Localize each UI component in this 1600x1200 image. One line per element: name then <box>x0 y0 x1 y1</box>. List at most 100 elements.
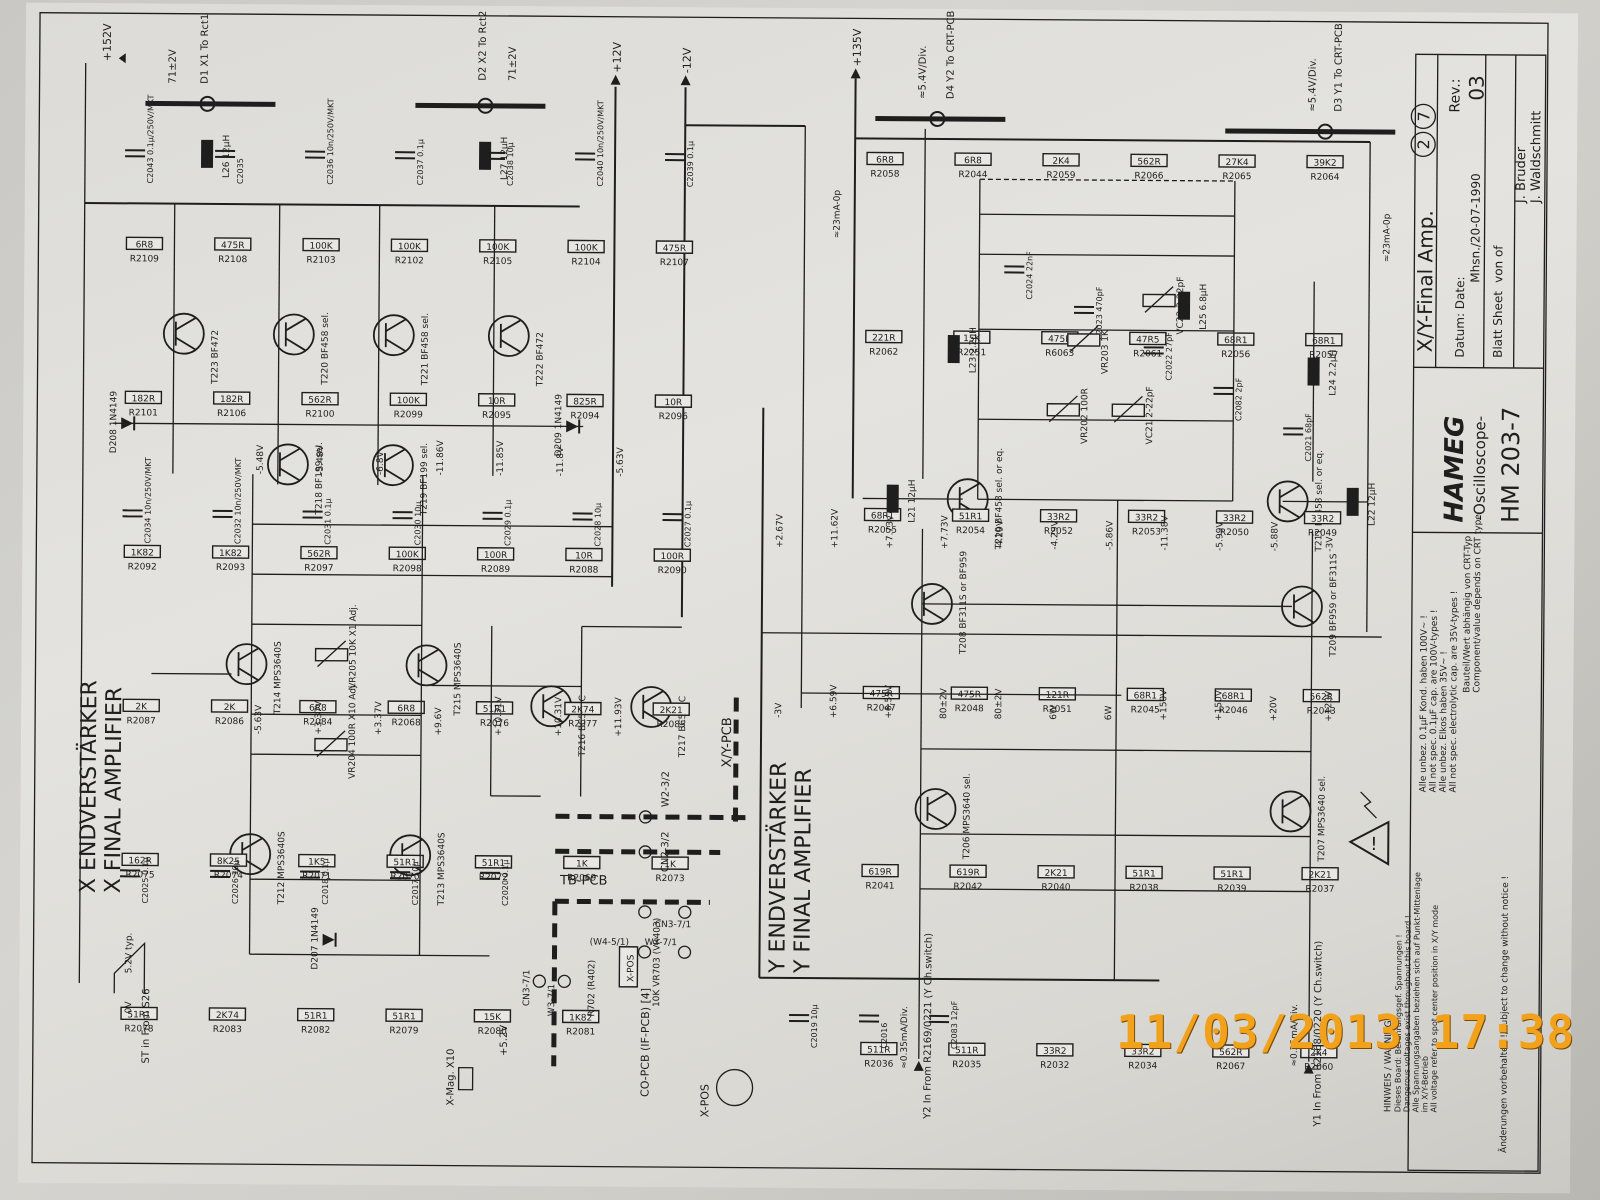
capacitor-c2026: C2026 10µ <box>210 860 240 904</box>
resistor-ref: R2068 <box>391 718 421 728</box>
resistor-value: 6R8 <box>136 240 154 250</box>
resistor-ref: R2049 <box>1308 529 1338 539</box>
resistor-value: 8K25 <box>217 857 240 867</box>
warning-line-5: All voltage refer to spot center positio… <box>1429 905 1439 1113</box>
resistor-ref: R2055 <box>868 525 897 535</box>
resistor-value: 2K <box>224 703 237 713</box>
transistor-t217: T217 BC560C <box>630 686 688 758</box>
resistor-ref: R2107 <box>660 258 689 268</box>
inductor-label: L22 12µH <box>1368 483 1378 526</box>
resistor-ref: R2056 <box>1221 350 1251 360</box>
trimmer-label: VR202 100R <box>1080 388 1090 444</box>
resistor-ref: R2073 <box>655 874 684 884</box>
capacitor-label: C2028 10µ <box>593 503 602 547</box>
svg-text:Y2 In From R2169/0221 (Y Ch.sw: Y2 In From R2169/0221 (Y Ch.switch) <box>922 933 934 1120</box>
capacitor-label: C2039 0.1µ <box>686 141 695 187</box>
date-value: Mhsn./20-07-1990 <box>1468 173 1483 283</box>
inductor-label: L24 2.2µH <box>1328 350 1338 396</box>
resistor-ref: R2251 <box>957 348 986 358</box>
capacitor-c2024: C2024 22nF <box>1004 251 1034 300</box>
r702-label: R702 (R402) <box>587 960 597 1017</box>
rail-y-top <box>855 137 1371 143</box>
inductor-l26: L26 12µH <box>200 135 232 178</box>
camera-timestamp: 11/03/2013 17:38 <box>1116 1005 1576 1059</box>
capacitor-c2032: C2032 10n/250V/MKT <box>212 458 243 544</box>
resistor-value: 100K <box>396 550 420 560</box>
resistor-ref: R2051 <box>1043 705 1072 715</box>
of-label: von of <box>1491 245 1505 283</box>
output-y2: ≈5.4V/Div. D4 Y2 To CRT-PCB ≈23mA-0p <box>833 10 1006 238</box>
voltage-annotation: +3.37V <box>374 700 384 735</box>
trimmer-label: VR205 10K X1 Adj. <box>348 604 359 689</box>
tb-pcb-label: TB-PCB <box>559 873 607 888</box>
resistor-value: 475R <box>1048 335 1072 345</box>
warning-block: ! HINWEIS / WARNING ! Dieses Board: Berü… <box>1348 791 1511 1153</box>
resistor-ref: R2098 <box>393 564 423 574</box>
capacitor-label: C2040 10n/250V/MKT <box>596 100 606 186</box>
capacitor-label: C2022 27pF <box>1165 332 1174 381</box>
resistor-ref: R2097 <box>304 564 333 574</box>
schematic-sheet: HAMEG -Oscilloscope- HM 203-7 X/Y-Final … <box>17 2 1579 1194</box>
transistor-label: T217 BC560C <box>678 696 688 758</box>
voltage-annotation: -5.48V <box>316 444 326 474</box>
notes-block: Alle unbez. 0.1µF Kond. haben 100V~ ! Al… <box>1419 514 1484 793</box>
supply-label-minus12v: -12V <box>680 47 694 86</box>
resistor-value: 15K <box>963 334 982 344</box>
brand-logo: HAMEG <box>1440 416 1471 523</box>
footer-note: Änderungen vorbehalten !/Subject to chan… <box>1498 876 1511 1153</box>
co-pcb-label: CO-PCB (IF-PCB) [4] <box>639 988 653 1097</box>
warning-line-2: Dangerous voltages exist throughout this… <box>1402 915 1412 1112</box>
resistor-r2098: 100K R2098 <box>388 546 427 574</box>
resistor-ref: R2080 <box>478 1027 508 1037</box>
transistor-label: T209 BF959 or BF311S <box>1329 553 1340 658</box>
inductor-label: L26 12µH <box>222 135 232 178</box>
resistor-ref: R2077 <box>568 719 597 729</box>
resistor-value: 825R <box>573 397 597 407</box>
resistor-value: 51R1 <box>393 858 417 868</box>
xpos-label: X-POS <box>698 1084 711 1117</box>
y-title-en: Y FINAL AMPLIFIER <box>790 768 816 974</box>
resistor-value: 1K <box>664 860 677 870</box>
voltage-annotation: -11.8V <box>556 446 566 476</box>
resistor-value: 121R <box>1046 691 1070 701</box>
resistor-value: 1K5 <box>308 858 325 868</box>
rail-12v <box>611 86 617 587</box>
resistor-ref: R2041 <box>865 881 894 891</box>
capacitor-c2043: C2043 0.1µ/250V/MKT <box>125 94 155 184</box>
resistor-ref: R2037 <box>1305 885 1334 895</box>
resistor-ref: R2092 <box>128 562 157 572</box>
resistor-value: 2K4 <box>1052 157 1070 167</box>
rail-152v <box>84 202 580 208</box>
capacitor-label: C2083 12pF <box>950 1000 959 1049</box>
resistor-value: 2K21 <box>660 706 683 716</box>
capacitor-c2022: C2022 27pF <box>1143 332 1174 381</box>
voltage-annotation: +6.59V <box>829 684 839 719</box>
resistor-r2051: 121R R2051 <box>1038 686 1077 715</box>
capacitor-label: C2019 10µ <box>810 1004 819 1048</box>
svg-text:D1 X1 To Rct1: D1 X1 To Rct1 <box>200 14 211 84</box>
resistor-ref: R2032 <box>1040 1061 1069 1071</box>
transistor-t220: T220 BF458 sel. <box>272 312 331 386</box>
resistor-value: 10R <box>664 398 682 408</box>
v52-label: +5.2V <box>499 1025 510 1056</box>
date-label: Datum: Date: <box>1453 276 1468 357</box>
rail-y-left <box>758 407 765 978</box>
capacitor-c2034: C2034 10n/250V/MKT <box>122 457 153 543</box>
capacitor-label: C2021 68pF <box>1304 413 1313 462</box>
capacitor-c2031: C2031 0.1µ <box>302 498 333 545</box>
capacitor-label: C2030 10µ <box>413 502 422 546</box>
warning-triangle-icon <box>1348 820 1390 866</box>
resistor-value: 2K74 <box>216 1011 239 1021</box>
xmag-label: X-Mag. X10 <box>445 1049 456 1106</box>
